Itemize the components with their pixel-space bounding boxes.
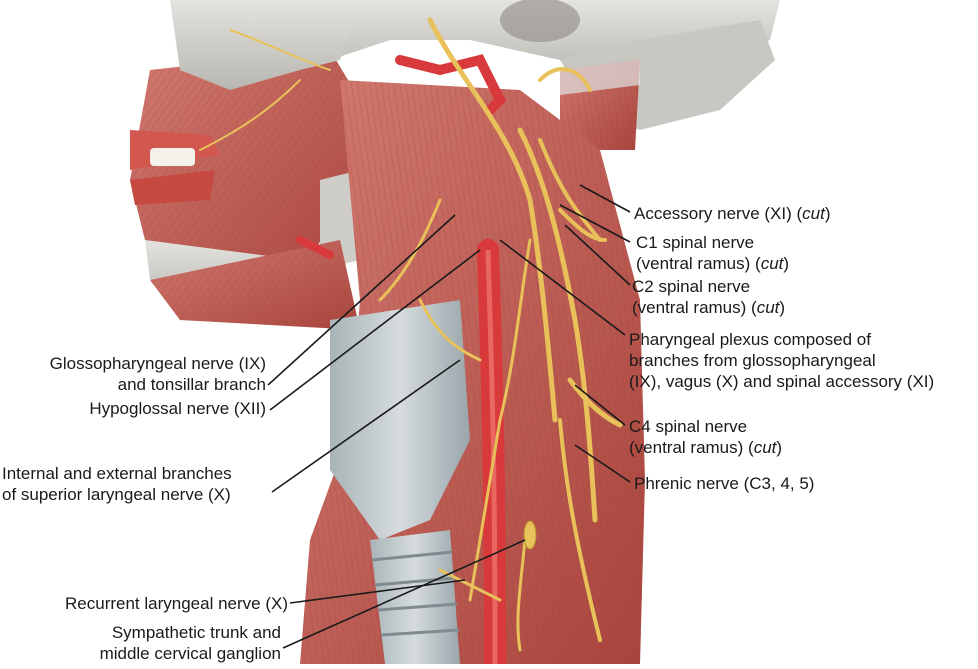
label-c1-line1: C1 spinal nerve: [636, 233, 755, 252]
label-c1-line2: (ventral ramus): [636, 254, 756, 273]
label-pharyngeal-line1: Pharyngeal plexus composed of: [629, 330, 871, 349]
label-phrenic-text: Phrenic nerve (C3, 4, 5): [634, 474, 815, 493]
label-c2-line1: C2 spinal nerve: [632, 277, 751, 296]
label-glossopharyngeal-nerve: Glossopharyngeal nerve (IX) and tonsilla…: [50, 353, 266, 395]
label-c4-line2: (ventral ramus): [629, 438, 749, 457]
leader-c2: [564, 224, 631, 286]
label-glossopharyngeal-line1: Glossopharyngeal nerve (IX): [49, 354, 266, 373]
label-glossopharyngeal-line2: and tonsillar branch: [117, 375, 266, 394]
label-accessory-text: Accessory nerve (XI): [634, 204, 797, 223]
label-recurrent-laryngeal-nerve: Recurrent laryngeal nerve (X): [65, 593, 288, 614]
label-c1-cut: cut: [760, 254, 784, 273]
carotid-artery: [296, 54, 507, 669]
leader-glossopharyngeal: [267, 214, 456, 386]
label-c4-spinal-nerve: C4 spinal nerve (ventral ramus) (cut): [629, 416, 782, 458]
leader-phrenic: [574, 444, 631, 483]
leader-laryngeal: [271, 359, 461, 493]
larynx-trachea: [330, 300, 470, 664]
label-laryngeal-line2: of superior laryngeal nerve (X): [2, 485, 231, 504]
label-recurrent-text: Recurrent laryngeal nerve (X): [65, 594, 288, 613]
label-c2-line2-wrap: (ventral ramus) (cut): [632, 298, 786, 317]
label-c2-spinal-nerve: C2 spinal nerve (ventral ramus) (cut): [632, 276, 785, 318]
label-accessory-nerve: Accessory nerve (XI) (cut): [634, 204, 831, 223]
label-hypoglossal-text: Hypoglossal nerve (XII): [89, 399, 266, 418]
label-pharyngeal-plexus: Pharyngeal plexus composed of branches f…: [629, 329, 934, 392]
leader-pharyngeal: [499, 239, 626, 336]
label-c1-line2-wrap: (ventral ramus) (cut): [636, 254, 790, 273]
leader-hypoglossal: [269, 249, 481, 411]
label-accessory-cut: cut: [802, 204, 825, 223]
leader-c4: [574, 384, 626, 426]
leader-accessory: [579, 184, 631, 213]
label-hypoglossal-nerve: Hypoglossal nerve (XII): [89, 398, 266, 419]
label-c1-spinal-nerve: C1 spinal nerve (ventral ramus) (cut): [636, 232, 789, 274]
cut-muscle-top-right: [560, 60, 640, 150]
label-c4-line2-wrap: (ventral ramus) (cut): [629, 438, 783, 457]
label-laryngeal-line1: Internal and external branches: [2, 464, 232, 483]
label-c2-line2: (ventral ramus): [632, 298, 752, 317]
leader-c1: [559, 204, 631, 243]
nerves: [199, 17, 623, 652]
label-c4-cut: cut: [753, 438, 777, 457]
sympathetic-ganglion: [523, 520, 537, 550]
leader-recurrent: [289, 579, 466, 604]
label-phrenic-nerve: Phrenic nerve (C3, 4, 5): [634, 473, 814, 494]
label-pharyngeal-line3: (IX), vagus (X) and spinal accessory (XI…: [629, 372, 935, 391]
label-sympathetic-line1: Sympathetic trunk and: [111, 623, 281, 642]
label-c4-line1: C4 spinal nerve: [629, 417, 748, 436]
leader-lines: [267, 184, 631, 649]
label-c2-cut: cut: [756, 298, 780, 317]
label-superior-laryngeal-nerve: Internal and external branches of superi…: [2, 463, 232, 505]
label-sympathetic-trunk: Sympathetic trunk and middle cervical ga…: [100, 622, 281, 664]
leader-sympathetic: [282, 539, 526, 649]
label-sympathetic-line2: middle cervical ganglion: [99, 644, 281, 663]
label-pharyngeal-line2: branches from glossopharyngeal: [629, 351, 876, 370]
